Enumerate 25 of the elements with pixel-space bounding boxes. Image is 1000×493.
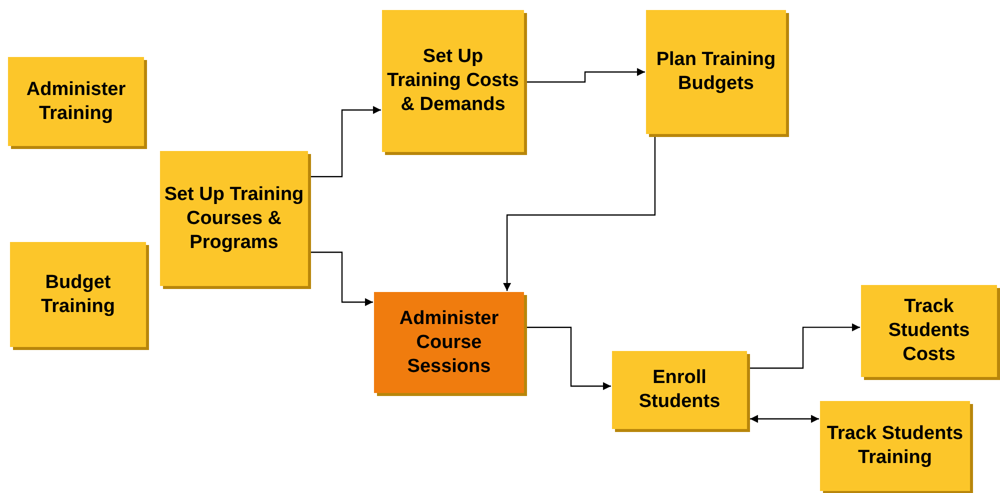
process-box <box>160 151 308 286</box>
arrow <box>503 137 656 291</box>
box-label: Track Students Training <box>826 422 964 470</box>
box-label: Track Students Costs <box>887 295 971 367</box>
box-label: Administer Training <box>25 78 127 126</box>
process-box <box>612 351 747 429</box>
arrow <box>750 323 860 369</box>
box-label: Administer Course Sessions <box>398 306 500 378</box>
process-box <box>10 242 146 347</box>
arrow <box>311 106 381 178</box>
process-box <box>382 10 524 152</box>
process-box <box>861 285 997 377</box>
process-box <box>646 10 786 134</box>
arrow <box>311 252 373 306</box>
arrow <box>527 68 645 83</box>
box-label: Enroll Students <box>638 366 722 414</box>
box-label: Set Up Training Costs & Demands <box>386 45 520 117</box>
arrow <box>750 414 819 423</box>
process-box <box>8 57 144 146</box>
process-box <box>820 401 970 491</box>
box-label: Budget Training <box>40 270 116 318</box>
box-label: Set Up Training Courses & Programs <box>164 182 304 254</box>
arrow <box>527 326 611 390</box>
box-label: Plan Training Budgets <box>655 48 777 96</box>
highlighted-process-box <box>374 292 524 393</box>
